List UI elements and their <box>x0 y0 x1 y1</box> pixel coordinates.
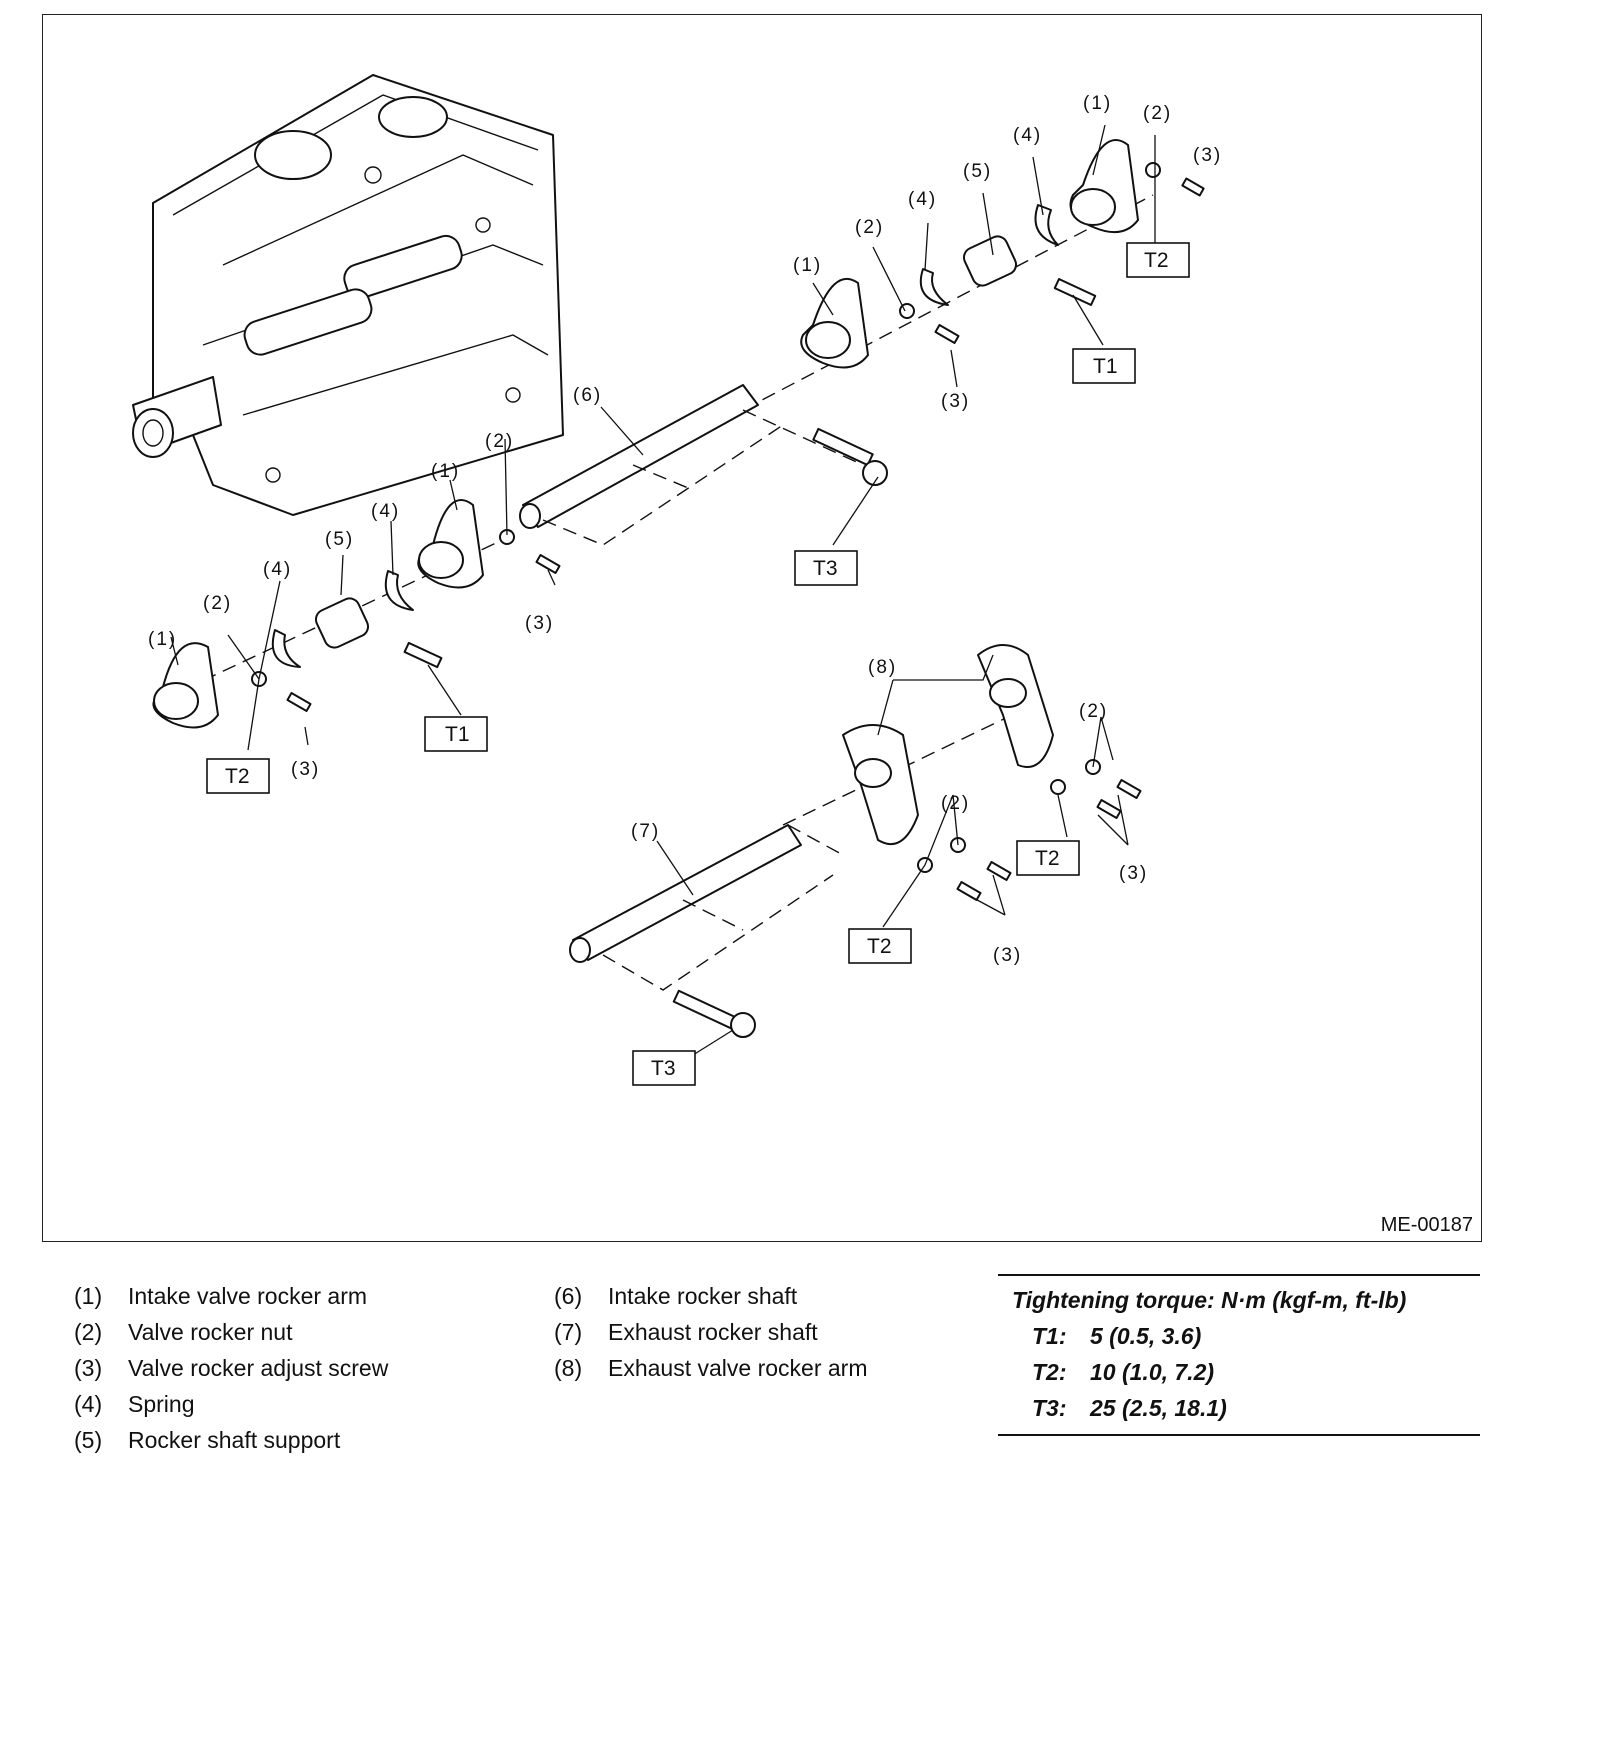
tag-t3: T3 <box>651 1057 676 1080</box>
legend-item: (1) Intake valve rocker arm <box>74 1278 388 1314</box>
torque-table-title: Tightening torque: N·m (kgf-m, ft-lb) <box>1012 1287 1407 1313</box>
torque-row: T1: 5 (0.5, 3.6) <box>998 1318 1480 1354</box>
legend-label: Intake valve rocker arm <box>128 1282 368 1309</box>
callout-5: (5) <box>963 161 992 182</box>
callout-2: (2) <box>1143 103 1172 124</box>
tag-t2: T2 <box>225 765 250 788</box>
torque-value: 25 (2.5, 18.1) <box>1090 1395 1227 1421</box>
torque-key: T1: <box>1032 1323 1067 1349</box>
callout-5: (5) <box>325 529 354 550</box>
parts-legend-right: (6) Intake rocker shaft (7) Exhaust rock… <box>554 1278 867 1386</box>
tag-t2: T2 <box>1035 847 1060 870</box>
torque-row: T2: 10 (1.0, 7.2) <box>998 1354 1480 1390</box>
callout-3: (3) <box>291 759 320 780</box>
callout-6: (6) <box>573 385 602 406</box>
intake-rocker-shaft <box>519 384 888 546</box>
legend-number: (2) <box>74 1318 103 1345</box>
torque-key: T3: <box>1032 1395 1067 1421</box>
legend-item: (6) Intake rocker shaft <box>554 1278 867 1314</box>
legend-item: (8) Exhaust valve rocker arm <box>554 1350 867 1386</box>
callout-4: (4) <box>371 501 400 522</box>
legend-number: (5) <box>74 1426 103 1453</box>
callout-1: (1) <box>431 461 460 482</box>
legend-label: Rocker shaft support <box>128 1426 341 1453</box>
parts-legend-left: (1) Intake valve rocker arm (2) Valve ro… <box>74 1278 388 1458</box>
legend-label: Intake rocker shaft <box>608 1282 798 1309</box>
callout-4: (4) <box>1013 125 1042 146</box>
callout-4: (4) <box>908 189 937 210</box>
callout-2: (2) <box>941 793 970 814</box>
callout-3: (3) <box>1119 863 1148 884</box>
legend-label: Valve rocker nut <box>128 1318 293 1345</box>
callout-3: (3) <box>941 391 970 412</box>
callout-7: (7) <box>631 821 660 842</box>
tag-t3: T3 <box>813 557 838 580</box>
callout-3: (3) <box>1193 145 1222 166</box>
leader-lines <box>170 124 1156 1056</box>
callout-8: (8) <box>868 657 897 678</box>
torque-tags: T2 T1 T3 T1 T2 T2 T2 T3 <box>206 242 1190 1086</box>
callout-1: (1) <box>793 255 822 276</box>
legend-item: (7) Exhaust rocker shaft <box>554 1314 867 1350</box>
callout-4: (4) <box>263 559 292 580</box>
tag-t2: T2 <box>867 935 892 958</box>
legend-number: (1) <box>74 1282 103 1309</box>
legend-number: (3) <box>74 1354 103 1381</box>
callout-3: (3) <box>525 613 554 634</box>
callout-2: (2) <box>855 217 884 238</box>
torque-row: T3: 25 (2.5, 18.1) <box>998 1390 1480 1426</box>
tag-t1: T1 <box>1093 355 1118 378</box>
tag-t2: T2 <box>1144 249 1169 272</box>
figure-code: ME-00187 <box>1380 1214 1473 1236</box>
legend-label: Exhaust valve rocker arm <box>608 1354 868 1381</box>
legend-item: (3) Valve rocker adjust screw <box>74 1350 388 1386</box>
legend-label: Valve rocker adjust screw <box>128 1354 389 1381</box>
callout-3: (3) <box>993 945 1022 966</box>
legend-item: (4) Spring <box>74 1386 388 1422</box>
exploded-view-diagram: (1) (2) (3) (4) (5) (4) (2) (1) (3) (6) … <box>132 74 1222 1086</box>
upper-assembly <box>742 139 1205 411</box>
callout-2: (2) <box>203 593 232 614</box>
legend-number: (4) <box>74 1390 103 1417</box>
diagram-frame: (1) (2) (3) (4) (5) (4) (2) (1) (3) (6) … <box>42 14 1482 1242</box>
legend-label: Spring <box>128 1390 195 1417</box>
legend-number: (6) <box>554 1282 583 1309</box>
callout-1: (1) <box>148 629 177 650</box>
lower-left-assembly <box>152 499 561 729</box>
torque-table: Tightening torque: N·m (kgf-m, ft-lb) T1… <box>998 1274 1480 1436</box>
torque-value: 5 (0.5, 3.6) <box>1090 1323 1202 1349</box>
callout-2: (2) <box>485 431 514 452</box>
callout-2: (2) <box>1079 701 1108 722</box>
legend-number: (7) <box>554 1318 583 1345</box>
tag-t1: T1 <box>445 723 470 746</box>
callout-labels: (1) (2) (3) (4) (5) (4) (2) (1) (3) (6) … <box>148 93 1222 966</box>
legend-number: (8) <box>554 1354 583 1381</box>
exhaust-assembly <box>569 644 1142 1038</box>
cylinder-head-illustration <box>132 74 564 516</box>
torque-value: 10 (1.0, 7.2) <box>1090 1359 1215 1385</box>
torque-key: T2: <box>1032 1359 1067 1385</box>
legend-item: (2) Valve rocker nut <box>74 1314 388 1350</box>
legend-label: Exhaust rocker shaft <box>608 1318 818 1345</box>
legend-item: (5) Rocker shaft support <box>74 1422 388 1458</box>
callout-1: (1) <box>1083 93 1112 114</box>
